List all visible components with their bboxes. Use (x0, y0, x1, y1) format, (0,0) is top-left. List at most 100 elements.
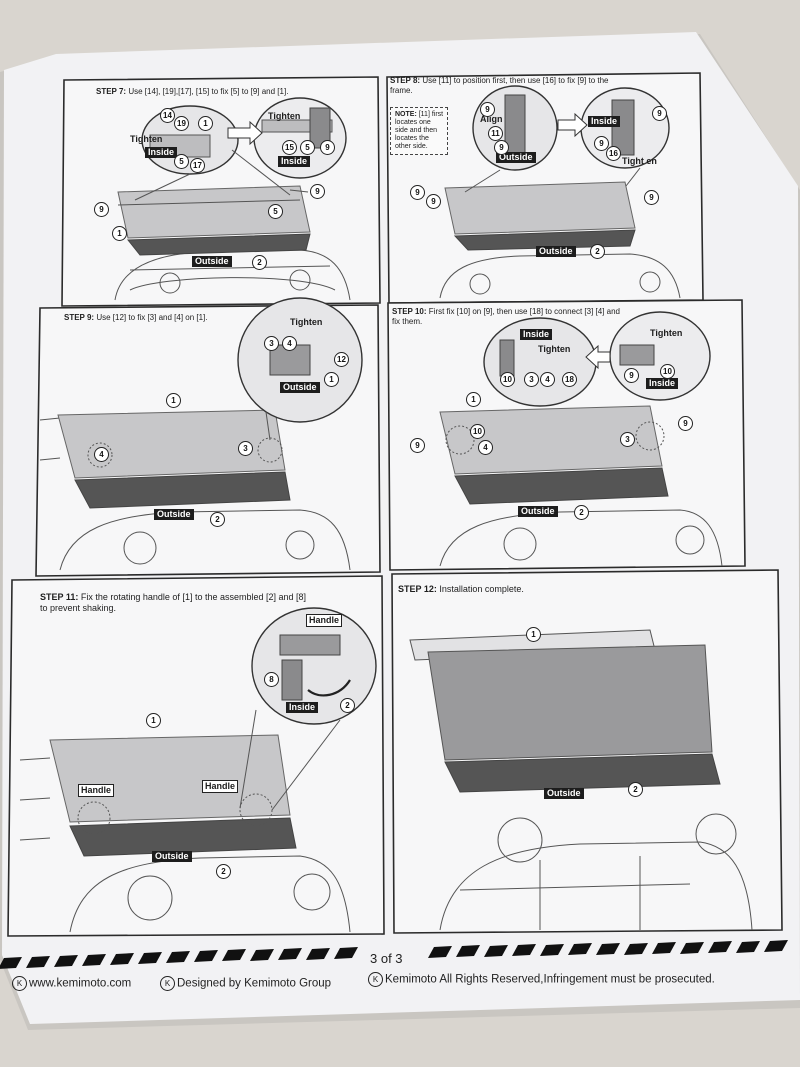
step9-text: Use [12] to fix [3] and [4] on [1]. (96, 313, 208, 322)
step10-inside-a: Inside (520, 329, 553, 340)
step7-tighten-b: Tighten (268, 111, 301, 121)
step10-text-line2: fix them. (392, 317, 423, 326)
step9-callout: 4 (282, 336, 297, 351)
step10-callout: 4 (540, 372, 555, 387)
step10-outside: Outside (518, 506, 558, 517)
step8-callout: 2 (590, 244, 605, 259)
step9-heading: STEP 9: (64, 313, 95, 322)
footer-website-text: www.kemimoto.com (29, 977, 132, 990)
step11-instruction: STEP 11: Fix the rotating handle of [1] … (40, 592, 306, 614)
step9-outside-a: Outside (280, 382, 320, 393)
step8-heading: STEP 8: (390, 76, 421, 85)
step7-illustration (114, 97, 351, 301)
step12-text: Installation complete. (439, 584, 524, 594)
step8-note: NOTE: [11] first locates one side and th… (390, 107, 449, 155)
step8-callout: 9 (594, 136, 609, 151)
step8-callout: 16 (606, 146, 621, 161)
step8-tighten: Tight en (622, 156, 657, 166)
kemimoto-k-icon: K (160, 976, 175, 991)
step10-tighten-b: Tighten (650, 328, 683, 338)
step8-outside: Outside (536, 246, 576, 257)
step8-text-line2: frame. (390, 86, 413, 95)
step7-inside-a: Inside (145, 147, 178, 158)
step10-instruction: STEP 10: First fix [10] on [9], then use… (392, 307, 620, 327)
page-number: 3 of 3 (370, 951, 403, 966)
step10-callout: 18 (562, 372, 577, 387)
step12-callout: 2 (628, 782, 643, 797)
step8-callout: 9 (644, 190, 659, 205)
step10-callout: 3 (524, 372, 539, 387)
step7-callout: 2 (252, 255, 267, 270)
step8-text-line1: Use [11] to position first, then use [16… (422, 76, 609, 85)
step10-callout: 10 (500, 372, 515, 387)
step7-callout: 9 (320, 140, 335, 155)
step9-callout: 1 (324, 372, 339, 387)
step8-callout: 9 (480, 102, 495, 117)
step11-handle-a: Handle (306, 614, 343, 627)
step10-callout: 3 (620, 432, 635, 447)
step8-instruction: STEP 8: Use [11] to position first, then… (390, 76, 609, 96)
kemimoto-k-icon: K (12, 976, 27, 991)
step11-inside: Inside (286, 702, 319, 713)
step10-callout: 2 (574, 505, 589, 520)
kemimoto-k-icon: K (368, 972, 383, 987)
step9-callout: 2 (210, 512, 225, 527)
step10-callout: 10 (470, 424, 485, 439)
step11-text-line2: to prevent shaking. (40, 603, 117, 613)
step11-callout: 2 (216, 864, 231, 879)
step7-callout: 9 (94, 202, 109, 217)
step8-callout: 9 (494, 140, 509, 155)
step10-callout: 4 (478, 440, 493, 455)
step9-callout: 3 (264, 336, 279, 351)
step11-callout: 8 (264, 672, 279, 687)
step8-note-line4: locates the (395, 135, 429, 142)
step10-callout: 10 (660, 364, 675, 379)
step7-callout: 14 (160, 108, 175, 123)
step7-heading: STEP 7: (96, 87, 127, 96)
step7-callout: 1 (198, 116, 213, 131)
step8-note-line5: other side. (395, 143, 428, 150)
step7-callout: 9 (310, 184, 325, 199)
step12-instruction: STEP 12: Installation complete. (398, 584, 524, 594)
step9-tighten: Tighten (290, 317, 323, 327)
step10-callout: 9 (410, 438, 425, 453)
step8-illustration (439, 85, 681, 299)
step7-callout: 19 (174, 116, 189, 131)
step11-text-line1: Fix the rotating handle of [1] to the as… (80, 592, 307, 602)
step7-instruction: STEP 7: Use [14], [19],[17], [15] to fix… (96, 87, 288, 97)
step9-illustration (39, 297, 363, 571)
step9-callout: 12 (334, 352, 349, 367)
step8-callout: 9 (410, 185, 425, 200)
step7-callout: 17 (190, 158, 205, 173)
step8-note-line2: locates one (395, 119, 431, 126)
step10-text-line1: First fix [10] on [9], then use [18] to … (428, 307, 621, 316)
step10-inside-b: Inside (646, 378, 679, 389)
step10-callout: 1 (466, 392, 481, 407)
step8-align: Align (480, 114, 503, 124)
step7-outside: Outside (192, 256, 232, 267)
step12-illustration (409, 629, 753, 931)
step11-heading: STEP 11: (40, 592, 79, 602)
step12-heading: STEP 12: (398, 584, 437, 594)
step9-outside: Outside (154, 509, 194, 520)
step11-handle-b: Handle (78, 784, 115, 797)
step7-callout: 1 (112, 226, 127, 241)
step7-callout: 15 (282, 140, 297, 155)
step10-callout: 9 (678, 416, 693, 431)
footer-rights-text: Kemimoto All Rights Reserved,Infringemen… (385, 973, 715, 986)
step12-outside: Outside (544, 788, 584, 799)
step7-tighten-a: Tighten (130, 134, 163, 144)
step11-outside: Outside (152, 851, 192, 862)
step8-callout: 11 (488, 126, 503, 141)
step9-instruction: STEP 9: Use [12] to fix [3] and [4] on [… (64, 313, 208, 323)
step11-illustration (19, 607, 377, 933)
step9-callout: 4 (94, 447, 109, 462)
step8-outside-a: Outside (496, 152, 536, 163)
step8-callout: 9 (426, 194, 441, 209)
step10-callout: 9 (624, 368, 639, 383)
footer-designed-text: Designed by Kemimoto Group (177, 977, 332, 990)
